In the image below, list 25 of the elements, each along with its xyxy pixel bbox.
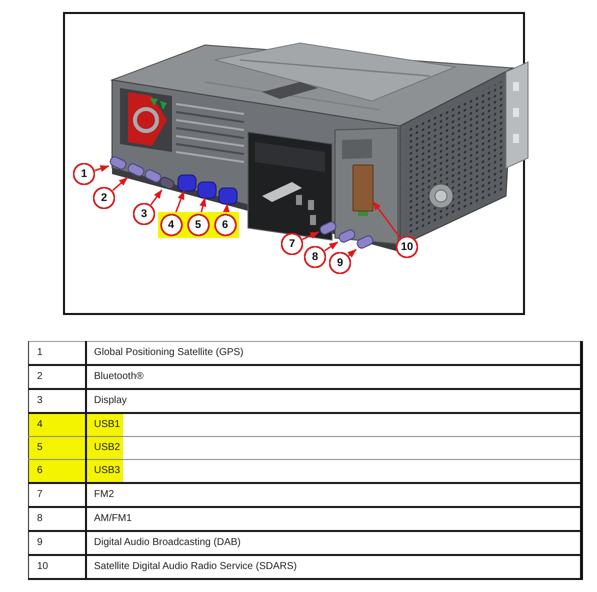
- leader-line: [94, 165, 110, 172]
- row-number: 9: [37, 536, 43, 550]
- row-number: 8: [37, 512, 43, 526]
- connector-name: USB3: [87, 460, 124, 482]
- callout-number: 9: [329, 252, 351, 274]
- connector-name: USB1: [87, 414, 124, 436]
- row-number: 3: [37, 394, 43, 408]
- connector-name: Bluetooth®: [94, 370, 144, 384]
- connector-name: Digital Audio Broadcasting (DAB): [94, 536, 241, 550]
- connector-name: Global Positioning Satellite (GPS): [94, 346, 244, 360]
- callout-number: 8: [304, 246, 326, 268]
- connector-name: USB2: [87, 437, 124, 459]
- row-number: 6: [29, 460, 85, 482]
- row-number: 5: [29, 437, 85, 459]
- row-number: 10: [37, 560, 48, 574]
- connector-name: Satellite Digital Audio Radio Service (SDARS): [94, 560, 297, 574]
- callout-number: 2: [93, 187, 115, 209]
- row-number: 4: [29, 414, 85, 436]
- row-number: 2: [37, 370, 43, 384]
- connector-name: Display: [94, 394, 127, 408]
- callout-number: 1: [73, 163, 95, 185]
- connector-name: AM/FM1: [94, 512, 132, 526]
- row-number: 1: [37, 346, 43, 360]
- connector-name: FM2: [94, 488, 114, 502]
- row-number: 7: [37, 488, 43, 502]
